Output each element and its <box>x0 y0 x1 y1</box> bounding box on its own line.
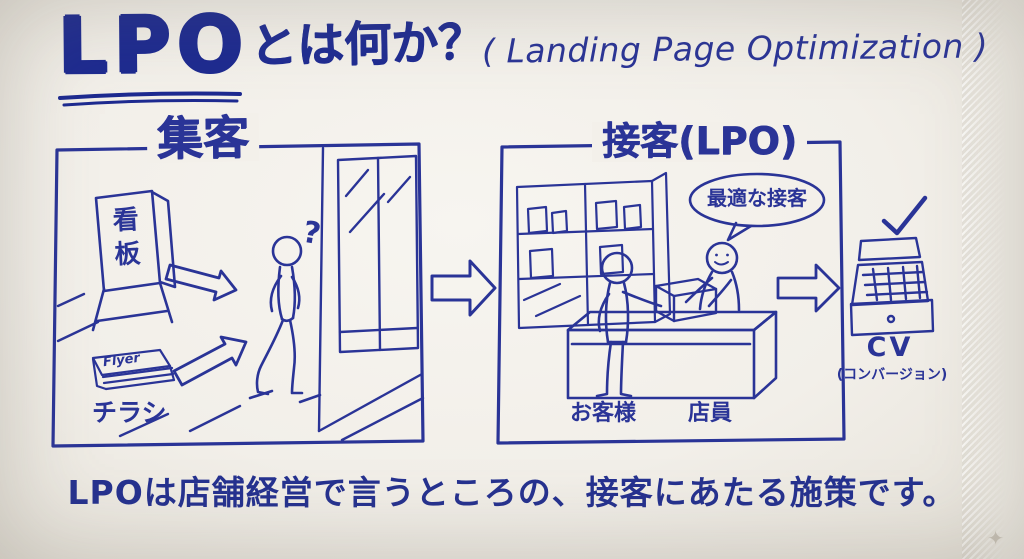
panel-attract-title: 集客 <box>146 110 260 166</box>
flyer-stack-drawing <box>91 348 176 391</box>
cash-register-drawing <box>849 236 935 337</box>
conversion-label: CV <box>866 332 914 363</box>
page-title-lpo: LPO <box>57 0 250 92</box>
storefront-drawing <box>56 146 425 442</box>
checkmark-icon <box>881 195 928 236</box>
clerk-label: 店員 <box>688 401 733 426</box>
shelf-drawing <box>515 171 672 330</box>
panel-service-title: 接客(LPO) <box>592 121 808 162</box>
clerk-drawing <box>684 241 741 312</box>
counter-drawing <box>566 310 778 400</box>
flyer-caption-label: チラシ <box>92 398 167 427</box>
parcel-box-drawing <box>654 277 718 323</box>
register-arrow-icon <box>776 263 841 313</box>
customer-label: お客様 <box>570 401 637 426</box>
flyer-arrow-icon <box>172 335 248 387</box>
title-underline <box>58 91 242 107</box>
bottom-caption: LPOは店舗経営で言うところの、接客にあたる施策です。 <box>67 473 957 512</box>
panel-attract-border <box>51 142 425 448</box>
walking-person-drawing <box>248 235 322 404</box>
speech-bubble <box>688 172 826 242</box>
napkin-sparkle-icon: ✦ <box>987 526 1004 550</box>
napkin-edge-texture <box>962 0 1024 559</box>
big-arrow-icon <box>430 259 497 317</box>
page-title-japanese: とは何か？ <box>249 14 486 75</box>
signboard-label: 看板 <box>107 205 142 275</box>
signboard-arrow-icon <box>164 263 238 302</box>
page-title-english: ( Landing Page Optimization ) <box>481 26 989 71</box>
speech-bubble-text: 最適な接客 <box>707 186 807 210</box>
conversion-sub-label: (コンバージョン) <box>836 367 948 383</box>
customer-drawing <box>595 251 663 398</box>
